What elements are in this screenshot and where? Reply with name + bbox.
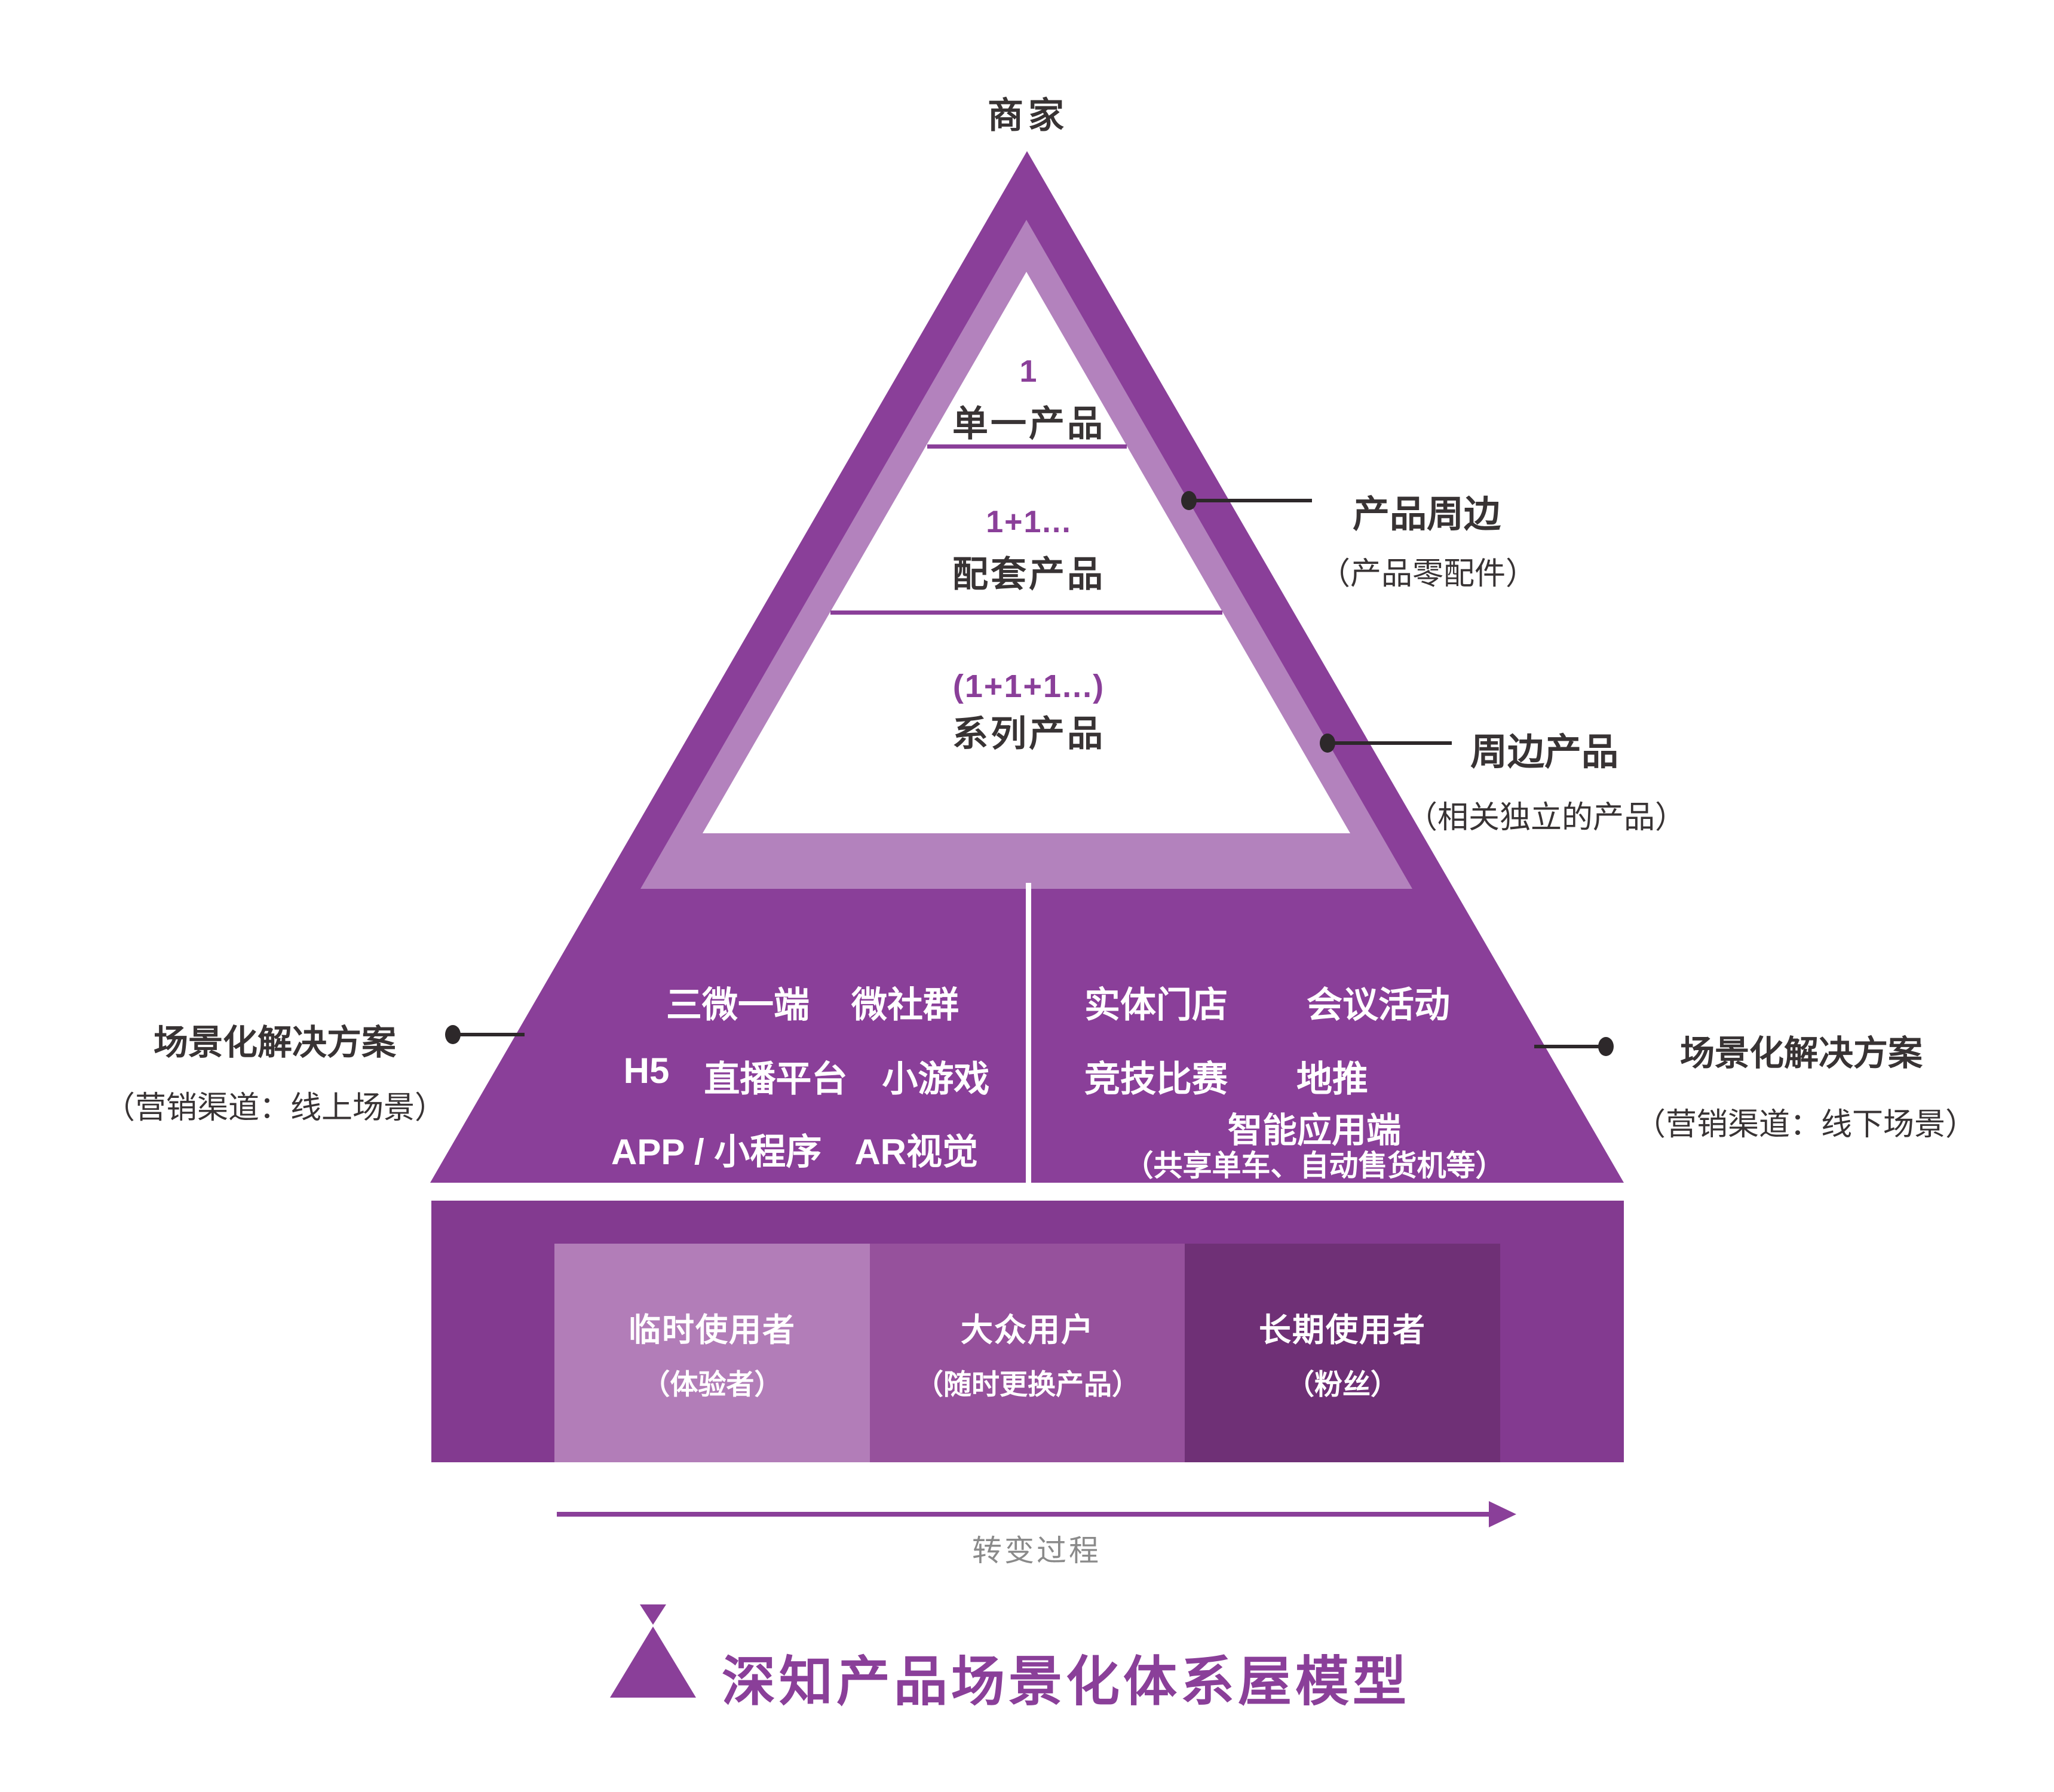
offline-solution-sub: （营销渠道：线下场景） <box>1634 1107 1976 1142</box>
process-arrow-line <box>557 1512 1490 1517</box>
merchant-label: 商家 <box>988 96 1069 136</box>
callout-dot <box>445 1025 461 1044</box>
level3-name: 系列产品 <box>952 714 1105 754</box>
level-separator-1 <box>927 444 1127 449</box>
level1-name: 单一产品 <box>952 404 1105 444</box>
channel-item: AR视觉 <box>854 1132 978 1172</box>
channel-item: 微社群 <box>851 985 959 1025</box>
channel-item: 小游戏 <box>882 1059 990 1099</box>
process-label: 转变过程 <box>972 1534 1101 1567</box>
level3-number: (1+1+1...) <box>952 668 1105 704</box>
callout-dot <box>1598 1037 1614 1056</box>
callout-dot <box>1181 491 1197 510</box>
channel-item: 会议活动 <box>1307 985 1450 1025</box>
online-channels-row1: 三微一端 微社群 <box>603 976 1022 1028</box>
online-solution-title: 场景化解决方案 <box>153 1023 396 1062</box>
smart-terminal-label: 智能应用端 <box>1227 1111 1401 1150</box>
process-arrow-head-icon <box>1489 1501 1516 1527</box>
callout-line <box>460 1033 525 1036</box>
channel-item: H5 <box>623 1051 670 1091</box>
user-segment-sub: （随时更换产品） <box>915 1368 1140 1400</box>
smart-terminal-sub: （共享单车、自动售货机等） <box>1124 1150 1505 1182</box>
level-separator-2 <box>830 610 1222 615</box>
user-segment-mass: 大众用户 （随时更换产品） <box>870 1244 1185 1462</box>
user-segment-sub: （粉丝） <box>1286 1368 1399 1400</box>
callout-line <box>1333 741 1452 745</box>
logo-pyramid-icon <box>610 1627 696 1698</box>
online-channels-row3: APP / 小程序 AR视觉 <box>583 1123 1007 1175</box>
offline-channels-row2: 竞技比赛 地推 <box>1084 1050 1368 1102</box>
logo-pyramid-icon <box>640 1604 666 1625</box>
online-solution-sub: （营销渠道：线上场景） <box>103 1091 446 1125</box>
section-divider <box>1026 883 1031 1183</box>
online-channels-row2: H5 直播平台 小游戏 <box>597 1050 1016 1102</box>
channel-item: APP / 小程序 <box>611 1132 822 1172</box>
callout-line <box>1195 499 1312 502</box>
channel-item: 竞技比赛 <box>1084 1059 1228 1099</box>
product-accessories-title: 产品周边 <box>1352 494 1501 535</box>
channel-item: 地推 <box>1296 1059 1368 1099</box>
offline-channels-row1: 实体门店 会议活动 <box>1084 976 1450 1028</box>
channel-item: 三微一端 <box>666 985 810 1025</box>
channel-item: 直播平台 <box>704 1059 848 1099</box>
user-segment-name: 长期使用者 <box>1259 1312 1426 1348</box>
peripheral-products-title: 周边产品 <box>1470 732 1618 773</box>
user-base-band: 临时使用者 （体验者） 大众用户 （随时更换产品） 长期使用者 （粉丝） <box>431 1201 1624 1462</box>
callout-dot <box>1320 734 1335 753</box>
level2-name: 配套产品 <box>952 554 1105 594</box>
user-segment-sub: （体验者） <box>642 1368 783 1400</box>
level2-number: 1+1... <box>986 505 1072 539</box>
user-segment-name: 临时使用者 <box>629 1312 796 1348</box>
diagram-title: 深知产品场景化体系屋模型 <box>722 1652 1410 1712</box>
callout-line <box>1534 1045 1600 1048</box>
user-segment-name: 大众用户 <box>961 1312 1095 1348</box>
offline-solution-title: 场景化解决方案 <box>1679 1034 1923 1073</box>
user-segment-temporary: 临时使用者 （体验者） <box>554 1244 870 1462</box>
channel-item: 实体门店 <box>1084 985 1228 1025</box>
product-accessories-sub: （产品零配件） <box>1319 557 1537 591</box>
peripheral-products-sub: （相关独立的产品） <box>1406 800 1686 835</box>
level1-number: 1 <box>1019 354 1038 389</box>
user-segment-longterm: 长期使用者 （粉丝） <box>1185 1244 1500 1462</box>
